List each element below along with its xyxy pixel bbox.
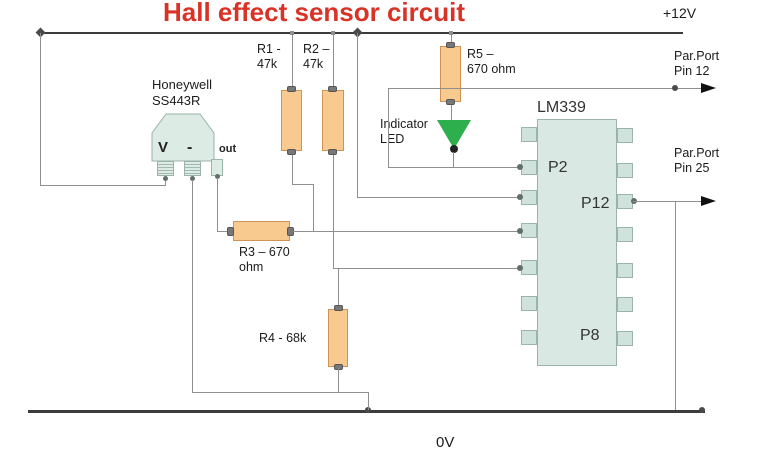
- label-plus-12v: +12V: [663, 5, 697, 21]
- wire-left-supply-vertical: [40, 33, 41, 186]
- sensor-pin-minus-label: -: [187, 139, 193, 156]
- wire-pin12-horizontal: [388, 88, 701, 89]
- sensor-pin-out-dot: [215, 174, 220, 179]
- ic-body: [537, 119, 617, 366]
- wire-r2-to-ic: [333, 268, 521, 269]
- wire-out-to-r3: [217, 231, 228, 232]
- parport-pin25-label: Par.Port: [674, 146, 720, 160]
- pin12-connector-dot: [672, 85, 678, 91]
- resistor-r4-nub-top: [334, 305, 343, 311]
- resistor-r5-nub-top: [446, 42, 455, 48]
- wire-out-vertical: [217, 178, 218, 231]
- resistor-r2: [322, 90, 344, 151]
- wire-sensor-minus-to-rail: [368, 392, 369, 410]
- ic-pin-left-4: [521, 223, 537, 238]
- resistor-r3-label-2: ohm: [239, 260, 264, 274]
- ic-pin-left-1: [521, 127, 537, 142]
- sensor-pin-minus-dot: [190, 176, 195, 181]
- led-label-2: LED: [380, 132, 405, 146]
- wire-r1-to-r3-node: [313, 184, 314, 231]
- ic-pin-left-5: [521, 260, 537, 275]
- sensor-pin-minus: [184, 161, 201, 176]
- resistor-r1-nub-bottom: [287, 149, 296, 155]
- hall-sensor-body: [151, 113, 215, 162]
- resistor-r4-label: R4 - 68k: [259, 331, 307, 345]
- wire-r1-top: [292, 33, 293, 90]
- ic-name: LM339: [537, 99, 586, 116]
- ic-label-p12: P12: [581, 195, 610, 212]
- resistor-r3-label: R3 – 670: [239, 245, 290, 259]
- wire-sensor-minus-vertical: [192, 180, 193, 392]
- sensor-pin-v-dot: [163, 176, 168, 181]
- resistor-r2-nub-bottom: [328, 149, 337, 155]
- resistor-r5-label: R5 –: [467, 47, 494, 61]
- ic-pin-right-2: [617, 163, 633, 178]
- wire-left-supply-horizontal: [40, 185, 166, 186]
- ic-pin-p2-dot: [517, 164, 523, 170]
- indicator-led: [437, 120, 471, 149]
- sensor-brand: Honeywell: [152, 77, 212, 92]
- parport-pin25-label-2: Pin 25: [674, 161, 710, 175]
- ic-label-p2: P2: [548, 159, 568, 176]
- wire-r1-bottom: [292, 155, 293, 185]
- wire-reference-vertical: [357, 33, 358, 197]
- sensor-pin-out-label: out: [219, 143, 237, 155]
- wire-r2-bottom: [333, 155, 334, 268]
- wire-r5-top: [451, 33, 452, 46]
- wire-pin25-horizontal: [633, 201, 701, 202]
- resistor-r2-label: R2 –: [303, 42, 330, 56]
- wire-r4-top: [338, 268, 339, 307]
- resistor-r1: [281, 90, 302, 151]
- sensor-model: SS443R: [152, 93, 201, 108]
- ground-joint-sensor: [365, 407, 371, 413]
- diagram-title: Hall effect sensor circuit: [163, 0, 465, 27]
- resistor-r1-label: R1 -: [257, 42, 281, 56]
- ic-pin-left-7: [521, 330, 537, 345]
- resistor-r5-nub-bottom: [446, 99, 455, 105]
- pin25-arrow-icon: [701, 196, 716, 206]
- ic-pin-right-7: [617, 331, 633, 346]
- wire-led-drop: [453, 152, 454, 167]
- sensor-pin-v: [157, 161, 174, 176]
- resistor-r3: [233, 221, 290, 241]
- resistor-r4: [328, 309, 348, 367]
- wire-pin12-vertical: [388, 88, 389, 167]
- resistor-r2-label-2: 47k: [303, 57, 324, 71]
- wire-sensor-v-drop: [165, 178, 166, 186]
- wire-sensor-minus-horizontal: [192, 392, 368, 393]
- ic-pin-left-3: [521, 190, 537, 205]
- resistor-r5: [440, 46, 461, 102]
- wire-r3-to-ic: [293, 231, 521, 232]
- wire-reference-to-ic: [357, 197, 521, 198]
- sensor-pin-v-label: V: [158, 139, 169, 156]
- ic-pin-right-4: [617, 227, 633, 242]
- ic-pin-right-6: [617, 297, 633, 312]
- ic-pin5-dot: [517, 265, 523, 271]
- ic-pin-right-5: [617, 263, 633, 278]
- wire-r1-step: [292, 184, 313, 185]
- wire-p12-to-ground: [675, 201, 676, 410]
- label-0v: 0V: [436, 434, 455, 451]
- ground-rail-end: [699, 407, 705, 413]
- wire-r5-to-led: [451, 105, 452, 121]
- pin12-arrow-icon: [701, 83, 716, 93]
- ic-pin3-dot: [517, 194, 523, 200]
- wire-led-to-ic: [388, 167, 521, 168]
- led-label: Indicator: [380, 117, 428, 131]
- wire-r4-bottom: [338, 368, 339, 392]
- resistor-r3-nub-left: [227, 227, 234, 236]
- resistor-r1-nub-top: [287, 86, 296, 92]
- resistor-r1-label-2: 47k: [257, 57, 278, 71]
- resistor-r5-label-2: 670 ohm: [467, 62, 516, 76]
- ic-pin-left-2: [521, 160, 537, 175]
- parport-pin12-label: Par.Port: [674, 49, 720, 63]
- resistor-r2-nub-top: [328, 86, 337, 92]
- ic-pin-right-1: [617, 128, 633, 143]
- parport-pin12-label-2: Pin 12: [674, 64, 710, 78]
- led-cathode-dot: [450, 145, 458, 153]
- ic-pin4-dot: [517, 228, 523, 234]
- ic-label-p8: P8: [580, 327, 600, 344]
- ic-pin-left-6: [521, 296, 537, 311]
- wire-r2-top: [333, 33, 334, 90]
